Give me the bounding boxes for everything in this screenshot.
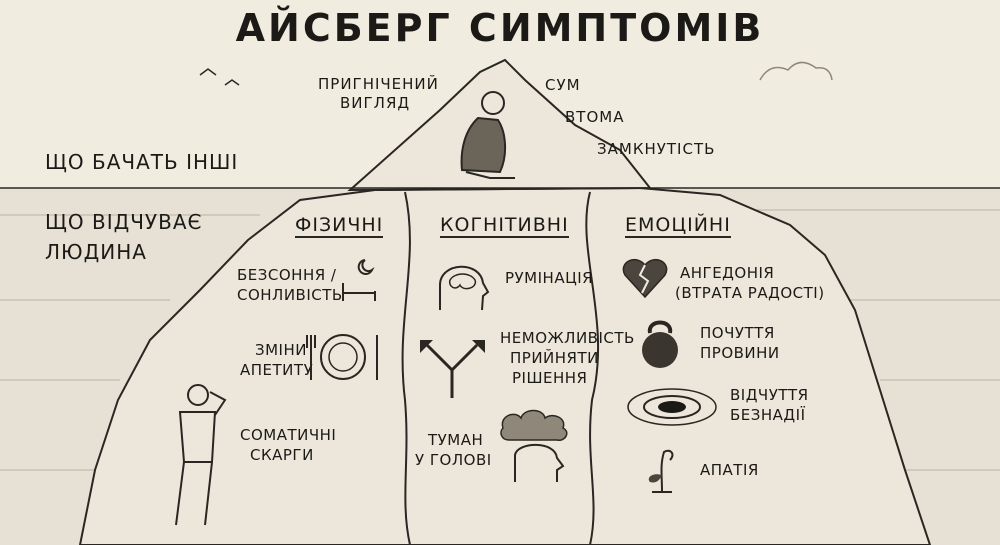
iceberg-body xyxy=(78,186,932,545)
fog-line1: ТУМАН xyxy=(428,431,484,449)
guilt-line2: ПРОВИНИ xyxy=(700,344,780,362)
withdrawal-label: ЗАМКНУТІСТЬ xyxy=(597,140,716,158)
wilted-plant-icon xyxy=(648,449,674,493)
appetite-line2: АПЕТИТУ xyxy=(240,361,314,379)
decisions-line3: РІШЕННЯ xyxy=(512,369,588,387)
kettlebell-icon xyxy=(642,320,678,368)
page-title: АЙСБЕРГ СИМПТОМІВ xyxy=(235,6,765,50)
hopeless-line1: ВІДЧУТТЯ xyxy=(730,386,809,404)
decisions-line2: ПРИЙНЯТИ xyxy=(510,349,599,367)
hopeless-line2: БЕЗНАДІЇ xyxy=(730,406,806,424)
broken-heart-icon xyxy=(622,258,668,299)
somatic-line1: СОМАТИЧНІ xyxy=(240,426,337,444)
sitting-person-icon xyxy=(460,91,515,179)
depressed-look-line2: ВИГЛЯД xyxy=(340,94,411,112)
sleep-line1: БЕЗСОННЯ / xyxy=(237,266,337,284)
felt-label-line2: ЛЮДИНА xyxy=(45,240,147,264)
rumination-label: РУМІНАЦІЯ xyxy=(505,269,594,287)
sadness-label: СУМ xyxy=(545,76,581,94)
head-brain-icon xyxy=(439,265,490,311)
birds xyxy=(199,68,240,86)
split-arrows-icon xyxy=(420,340,485,398)
felt-label-line1: ЩО ВІДЧУВАЄ xyxy=(45,210,203,234)
plate-fork-knife-icon xyxy=(306,334,378,380)
divider-left xyxy=(401,191,411,545)
anhedonia-line2: (ВТРАТА РАДОСТІ) xyxy=(675,284,825,302)
apathy-label: АПАТІЯ xyxy=(700,461,759,479)
visible-label: ЩО БАЧАТЬ ІНШІ xyxy=(45,150,239,174)
fatigue-label: ВТОМА xyxy=(565,108,625,126)
physical-heading: ФІЗИЧНІ xyxy=(295,214,384,238)
decisions-line1: НЕМОЖЛИВІСТЬ xyxy=(500,329,635,347)
emotional-heading: ЕМОЦІЙНІ xyxy=(625,214,731,238)
divider-right xyxy=(585,191,600,545)
guilt-line1: ПОЧУТТЯ xyxy=(700,324,775,342)
anhedonia-line1: АНГЕДОНІЯ xyxy=(680,264,775,282)
man-holding-head-icon xyxy=(175,384,227,526)
head-cloud-icon xyxy=(500,409,568,482)
appetite-line1: ЗМІНИ xyxy=(255,341,307,359)
fog-line2: У ГОЛОВІ xyxy=(415,451,492,469)
sleep-line2: СОНЛИВІСТЬ xyxy=(237,286,343,304)
somatic-line2: СКАРГИ xyxy=(250,446,314,464)
depressed-look-line1: ПРИГНІЧЕНИЙ xyxy=(318,75,439,93)
cognitive-heading: КОГНІТИВНІ xyxy=(440,214,569,238)
cloud xyxy=(759,61,833,81)
bed-moon-icon xyxy=(342,259,376,301)
vortex-icon xyxy=(627,388,717,426)
